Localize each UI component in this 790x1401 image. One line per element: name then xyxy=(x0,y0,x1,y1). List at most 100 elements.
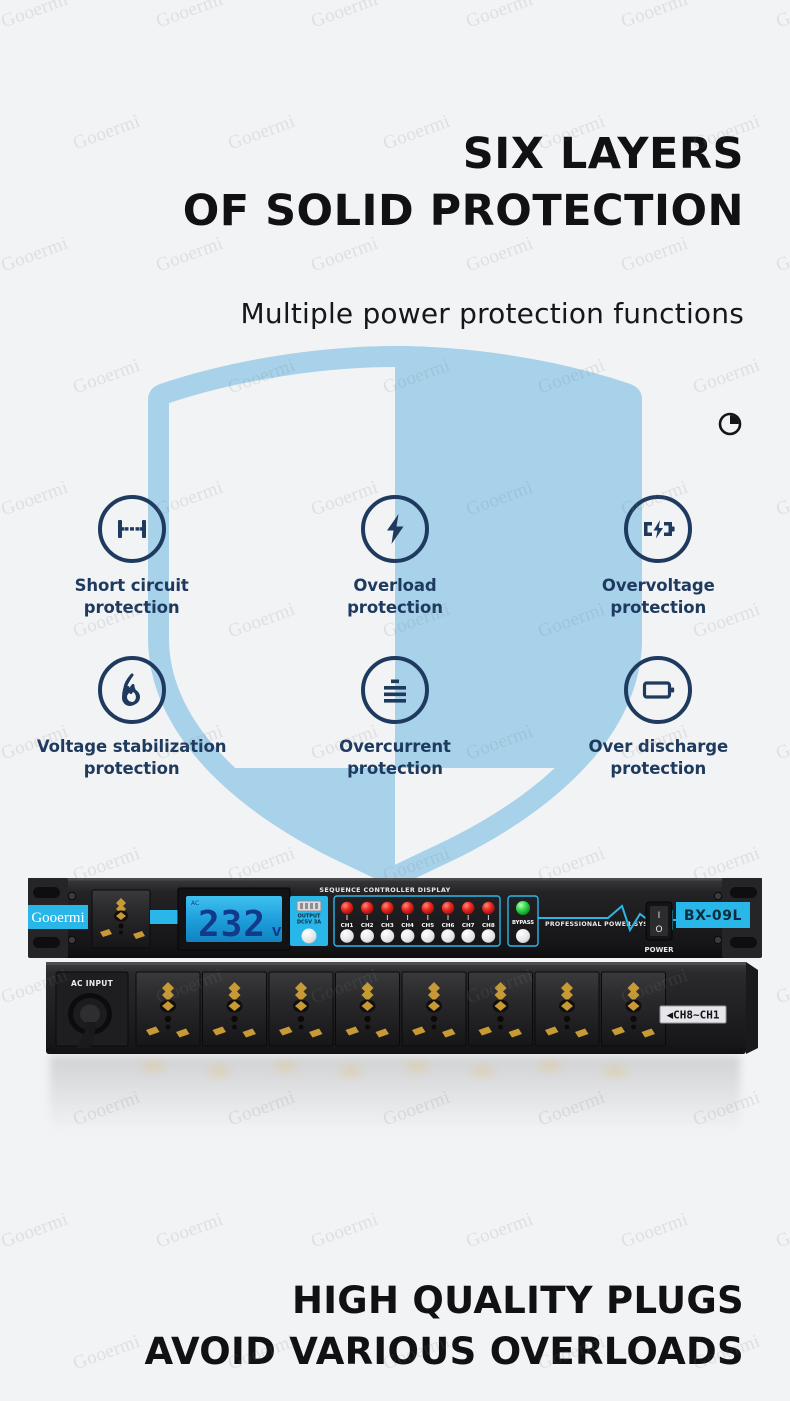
watermark-text: Gooermi xyxy=(618,0,691,33)
channel-button-ch6[interactable] xyxy=(441,929,455,943)
channel-button-ch7[interactable] xyxy=(461,929,476,943)
rear-socket[interactable] xyxy=(335,971,400,1047)
channel-button-ch2[interactable] xyxy=(360,929,375,943)
usb-label-line1: OUTPUT xyxy=(298,914,321,920)
bypass-box xyxy=(507,895,539,947)
feature-overvoltage: Overvoltage protection xyxy=(527,495,790,619)
rear-channel-label: ◀CH8~CH1 xyxy=(667,1009,720,1022)
lightning-bolt-icon xyxy=(386,514,404,544)
flame-icon-ring xyxy=(97,655,166,724)
watermark-text: Gooermi xyxy=(153,1208,226,1253)
channel-button-ch3[interactable] xyxy=(380,929,395,943)
watermark-text: Gooermi xyxy=(0,232,71,277)
brand-badge-bg xyxy=(28,905,88,929)
channel-led-ch3 xyxy=(381,901,394,915)
rear-socket[interactable] xyxy=(401,971,467,1047)
features-grid: Short circuit protection Overload protec… xyxy=(0,495,790,780)
rear-socket[interactable] xyxy=(202,971,267,1047)
channel-button-ch4[interactable] xyxy=(400,929,415,943)
system-label: PROFESSIONAL POWER SYSTEM xyxy=(545,921,664,928)
rear-socket[interactable] xyxy=(534,971,600,1047)
feature-label-line2: protection xyxy=(83,758,180,778)
watermark-text: Gooermi xyxy=(773,232,790,277)
flame-icon xyxy=(121,673,140,706)
bypass-label: BYPASS xyxy=(512,920,534,926)
watermark-text: Gooermi xyxy=(0,0,71,33)
rear-socket-row xyxy=(135,971,666,1047)
lcd-unit: V xyxy=(272,925,282,939)
device-reflection xyxy=(50,1056,740,1152)
shield-graphic xyxy=(0,338,790,898)
usb-knob[interactable] xyxy=(301,928,317,944)
feature-label-line1: Over discharge xyxy=(588,736,729,756)
watermark-text: Gooermi xyxy=(70,110,143,155)
front-panel: Gooermi AC 232 xyxy=(28,878,762,958)
watermark-text: Gooermi xyxy=(618,1208,691,1253)
shield-right-fill xyxy=(395,346,642,768)
shield-svg xyxy=(148,346,642,888)
rear-socket[interactable] xyxy=(468,971,533,1047)
channel-group-box xyxy=(333,895,501,947)
sub-headline: Multiple power protection functions xyxy=(240,297,744,330)
reflection-highlight xyxy=(406,1062,428,1071)
reflection-highlight xyxy=(142,1062,164,1071)
brand-badge-text: Gooermi xyxy=(31,910,84,926)
lcd-value: 232 xyxy=(198,904,266,945)
bypass-button[interactable] xyxy=(516,929,530,943)
feature-label-short-circuit: Short circuit protection xyxy=(75,575,189,619)
front-socket[interactable] xyxy=(91,889,151,949)
watermark-text: Gooermi xyxy=(773,1208,790,1253)
feature-label-overload: Overload protection xyxy=(347,575,443,619)
channel-led-ch1 xyxy=(340,901,354,915)
feature-label-line1: Overcurrent xyxy=(339,736,451,756)
feature-label-line2: protection xyxy=(610,758,707,778)
channel-label-ch2: CH2 xyxy=(361,923,374,929)
channel-label-ch5: CH5 xyxy=(421,923,434,929)
panel-title: SEQUENCE CONTROLLER DISPLAY xyxy=(319,886,450,894)
pie-chart-icon xyxy=(718,412,742,436)
feature-overload: Overload protection xyxy=(263,495,526,619)
channel-led-ch6 xyxy=(441,901,455,915)
channel-led-ch4 xyxy=(401,901,414,915)
feature-label-voltage-stabilization: Voltage stabilization protection xyxy=(37,736,227,780)
ac-input-block: AC INPUT xyxy=(55,971,129,1048)
power-switch[interactable]: I O xyxy=(645,901,673,941)
channel-led-ch2 xyxy=(361,901,374,915)
power-sequencer-device: Gooermi AC 232 xyxy=(0,874,790,1059)
battery-charging-icon-ring xyxy=(624,495,693,563)
watermark-text: Gooermi xyxy=(0,1208,71,1253)
lightning-bolt-icon-ring xyxy=(360,495,429,563)
feature-over-discharge: Over discharge protection xyxy=(527,655,790,780)
headline-line-1: SIX LAYERS xyxy=(462,129,744,179)
channel-button-ch1[interactable] xyxy=(340,929,354,943)
watermark-text: Gooermi xyxy=(463,1208,536,1253)
feature-label-line1: Short circuit xyxy=(74,576,189,595)
rear-channel-label-group: ◀CH8~CH1 xyxy=(659,1005,727,1024)
bottom-headline-line-2: AVOID VARIOUS OVERLOADS xyxy=(144,1329,744,1373)
channel-label-ch1: CH1 xyxy=(341,923,354,929)
channel-button-ch8[interactable] xyxy=(481,929,496,943)
feature-label-line1: Overload xyxy=(353,576,437,595)
shield-lower-right-outline xyxy=(395,346,642,888)
current-bars-icon-ring xyxy=(360,655,429,724)
rear-socket[interactable] xyxy=(268,971,334,1047)
bottom-headline-line-1: HIGH QUALITY PLUGS xyxy=(291,1279,744,1323)
feature-label-line2: protection xyxy=(83,597,180,617)
feature-label-overcurrent: Overcurrent protection xyxy=(339,736,451,780)
rear-socket[interactable] xyxy=(601,971,666,1047)
watermark-text: Gooermi xyxy=(153,0,226,33)
shield-left-outline xyxy=(148,346,395,888)
channel-led-ch5 xyxy=(421,901,434,915)
usb-label-line2: DC5V 3A xyxy=(297,920,321,926)
model-badge-bg xyxy=(676,902,750,928)
power-switch-off-glyph: O xyxy=(655,925,662,935)
watermark-text: Gooermi xyxy=(308,1208,381,1253)
rear-panel: AC INPUT ◀CH8~CH1 xyxy=(46,962,758,1054)
current-bars-icon xyxy=(383,679,406,703)
rear-socket[interactable] xyxy=(135,971,201,1047)
channel-button-ch5[interactable] xyxy=(421,929,435,943)
watermark-text: Gooermi xyxy=(463,0,536,33)
feature-label-line1: Voltage stabilization xyxy=(36,736,227,756)
channel-label-ch4: CH4 xyxy=(401,923,414,929)
